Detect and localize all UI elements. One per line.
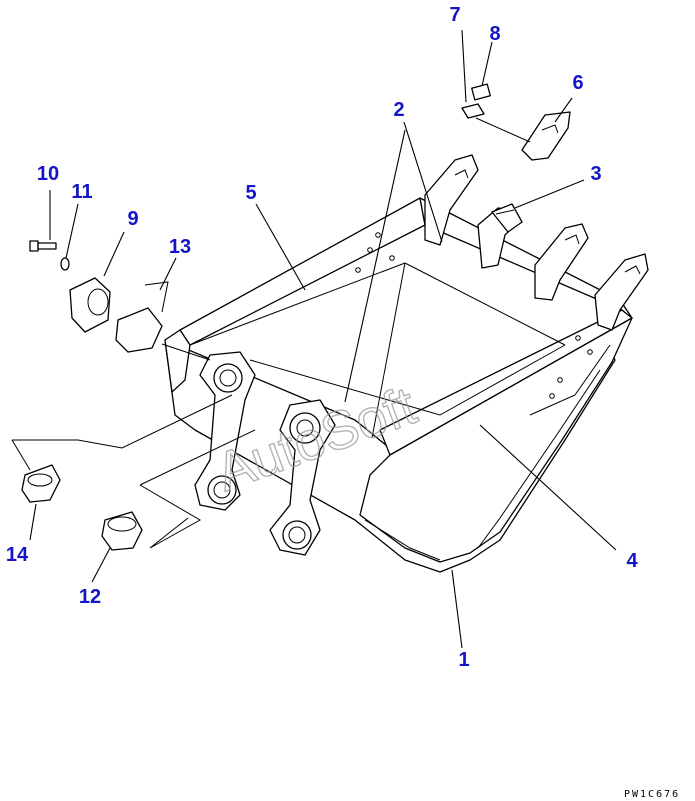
pin-part (461, 103, 485, 119)
callouts: 1 2 3 4 5 6 7 8 9 10 11 12 13 14 (6, 4, 639, 671)
callout-2: 2 (393, 99, 404, 121)
callout-8: 8 (489, 23, 500, 45)
shim-part (115, 281, 169, 353)
boss-ring-part (69, 277, 111, 333)
side-cutter-mounting (491, 203, 523, 233)
callout-13: 13 (169, 236, 191, 258)
bushing-part (21, 464, 61, 503)
tooth-point-exploded (521, 111, 571, 161)
callout-10: 10 (37, 163, 59, 185)
boss-bracket-left (194, 351, 256, 511)
callout-12: 12 (79, 586, 101, 608)
callout-1: 1 (458, 649, 469, 671)
lock-part (471, 83, 491, 101)
washer-part (60, 257, 70, 271)
callout-3: 3 (590, 163, 601, 185)
callout-4: 4 (626, 550, 638, 572)
tooth-adapter-3 (534, 223, 589, 301)
leader-lines (29, 29, 617, 649)
bolt-part (29, 240, 57, 252)
callout-9: 9 (127, 208, 138, 230)
callout-6: 6 (572, 72, 583, 94)
callout-5: 5 (245, 182, 256, 204)
drawing-code: PW1C676 (624, 789, 680, 800)
boss-bracket-right (269, 399, 336, 556)
tooth-adapter-1 (424, 154, 479, 246)
assembly-lines (11, 117, 531, 549)
tooth-adapter-4 (594, 253, 649, 331)
callout-7: 7 (449, 4, 460, 26)
callout-11: 11 (71, 181, 92, 203)
callout-14: 14 (6, 544, 29, 566)
bushing-part-2 (101, 511, 143, 551)
